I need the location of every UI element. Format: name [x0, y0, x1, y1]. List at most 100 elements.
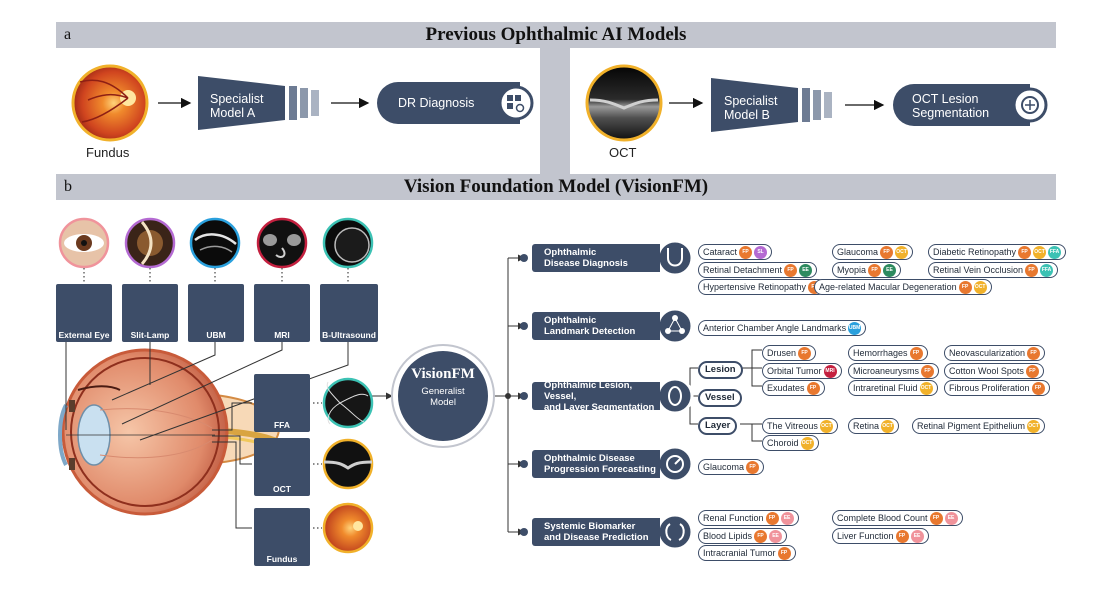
modality-badge-icon: FP: [895, 530, 909, 544]
task-chip-label: Complete Blood Count: [837, 513, 928, 523]
category-landmark-line1: Ophthalmic: [544, 315, 597, 326]
modality-badge-icon: UBM: [848, 322, 862, 336]
panel-a-header-band: a Previous Ophthalmic AI Models: [56, 22, 1056, 48]
specialist-model-a-line1: Specialist: [210, 92, 264, 106]
fundus-label-a: Fundus: [86, 145, 130, 160]
task-chip-label: Hemorrhages: [853, 348, 908, 358]
modality-badge-icon: FP: [777, 547, 791, 561]
modality-badge-icon: FP: [921, 365, 935, 379]
oct-image-a: [585, 64, 663, 142]
fundus-photo-b: [322, 502, 374, 554]
seg-group-lesion: Lesion: [698, 361, 743, 379]
mri-photo: [256, 217, 308, 269]
modality-badge-icon: EE: [883, 264, 897, 278]
task-chip-label: Retinal Vein Occlusion: [933, 265, 1024, 275]
modality-badge-icon: FP: [765, 512, 779, 526]
task-chip-label: Renal Function: [703, 513, 764, 523]
ffa-label: FFA: [273, 420, 291, 430]
task-chip-label: Retinal Pigment Epithelium: [917, 421, 1026, 431]
specialist-model-b-line2: Model B: [724, 108, 770, 122]
modality-badge-icon: FP: [880, 246, 894, 260]
ubm-label: UBM: [206, 330, 226, 340]
task-chip-label: Retina: [853, 421, 880, 431]
task-chip-label: Glaucoma: [703, 462, 745, 472]
panel-a-graphics: [71, 64, 1048, 142]
oct-segmentation-line1: OCT Lesion: [912, 92, 979, 106]
specialist-model-a-line2: Model A: [210, 106, 256, 120]
mri-label: MRI: [274, 330, 290, 340]
visionfm-sub2: Model: [430, 397, 456, 408]
category-icons: [656, 239, 694, 551]
category-segmentation-line2: and Layer Segmentation: [544, 401, 655, 413]
category-landmark-line2: Landmark Detection: [544, 326, 636, 337]
oct-segmentation-line2: Segmentation: [912, 106, 990, 120]
task-chip-label: Glaucoma: [837, 247, 879, 257]
modality-badge-icon: FP: [1025, 365, 1039, 379]
modality-badge-icon: FP: [746, 461, 760, 475]
oct-segmentation-text: OCT Lesion Segmentation: [912, 92, 989, 120]
oct-card: OCT: [254, 438, 310, 496]
modality-badge-icon: FP: [1025, 264, 1039, 278]
category-forecasting-line1: Ophthalmic Disease: [544, 453, 635, 464]
oct-segmentation-pill-shape: [893, 84, 1048, 126]
modality-badge-icon: OCT: [800, 437, 814, 451]
task-chip-label: Intracranial Tumor: [703, 548, 776, 558]
modality-badge-icon: OCT: [919, 382, 933, 396]
slit-lamp-label: Slit-Lamp: [130, 330, 170, 340]
fundus-card-label: Fundus: [266, 554, 298, 564]
panel-b-header-band: b Vision Foundation Model (VisionFM): [56, 174, 1056, 200]
task-chip-label: Intraretinal Fluid: [853, 383, 918, 393]
modality-badge-icon: OCT: [881, 420, 895, 434]
modality-badge-icon: FP: [1018, 246, 1032, 260]
modality-badge-icon: FP: [754, 530, 768, 544]
panel-b-letter: b: [64, 178, 72, 195]
modality-badge-icon: FP: [868, 264, 882, 278]
modality-badge-icon: SL: [754, 246, 768, 260]
modality-badge-icon: OCT: [1027, 420, 1041, 434]
task-chip-label: Orbital Tumor: [767, 366, 822, 376]
modality-badge-icon: EE: [910, 530, 924, 544]
mri-card: MRI: [254, 284, 310, 342]
panel-a-letter: a: [64, 26, 72, 43]
task-chip-label: Myopia: [837, 265, 867, 275]
category-systemic-line2: and Disease Prediction: [544, 532, 649, 543]
modality-badge-icon: FP: [929, 512, 943, 526]
fundus-image-a: [71, 64, 149, 142]
visionfm-circle: [391, 344, 495, 448]
modality-badge-icon: MRI: [823, 365, 837, 379]
modality-badge-icon: FP: [739, 246, 753, 260]
task-chip-label: Choroid: [767, 438, 799, 448]
modality-badge-icon: FP: [806, 382, 820, 396]
task-chip-label: Liver Function: [837, 531, 894, 541]
modality-badge-icon: FP: [1031, 382, 1045, 396]
category-diagnosis-line2: Disease Diagnosis: [544, 258, 628, 269]
b-ultrasound-photo: [322, 217, 374, 269]
modality-badge-icon: EE: [780, 512, 794, 526]
oct-card-label: OCT: [273, 484, 291, 494]
slit-lamp-card: Slit-Lamp: [122, 284, 178, 342]
task-chip-label: Hypertensive Retinopathy: [703, 282, 807, 292]
modality-badge-icon: FP: [958, 281, 972, 295]
fundus-card: Fundus: [254, 508, 310, 566]
task-chip-label: Cataract: [703, 247, 738, 257]
modality-badge-icon: FP: [909, 347, 923, 361]
external-eye-label: External Eye: [58, 330, 110, 340]
modality-badge-icon: FFA: [1040, 264, 1054, 278]
modality-badge-icon: EE: [769, 530, 783, 544]
task-chip-label: Microaneurysms: [853, 366, 920, 376]
